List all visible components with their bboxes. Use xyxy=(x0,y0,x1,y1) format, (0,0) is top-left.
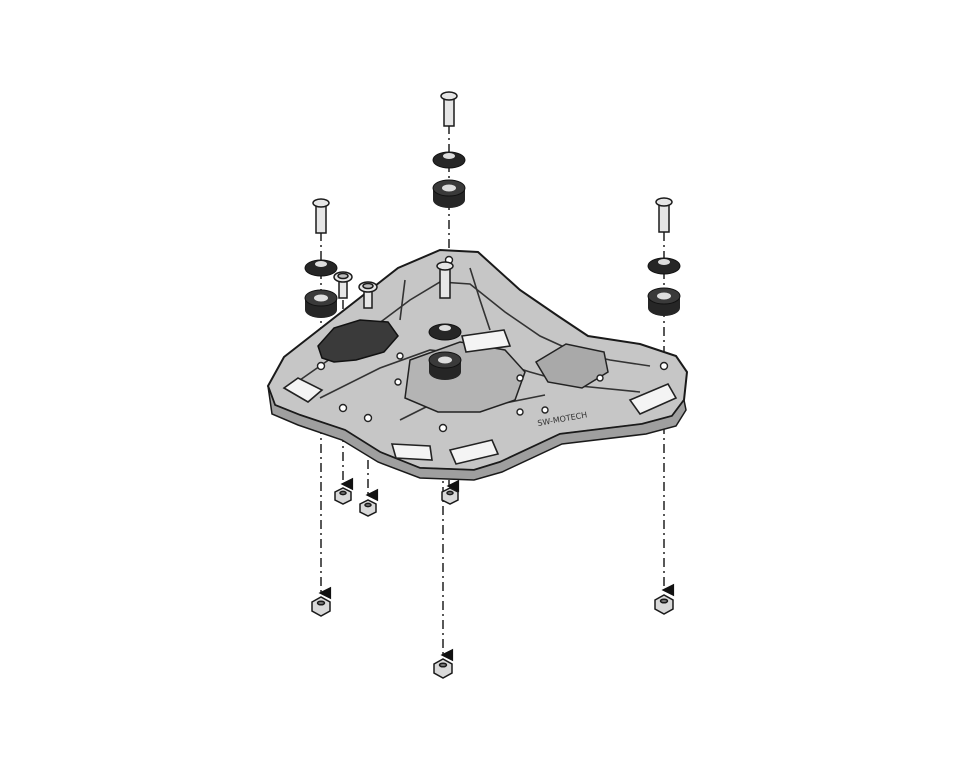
rubber-spacer-center-bottom xyxy=(432,179,466,208)
rack-plate-edge xyxy=(267,385,687,481)
slot-center xyxy=(461,329,512,353)
rack-plate-holes xyxy=(316,255,669,433)
bolt-right xyxy=(655,197,673,233)
rubber-spacer-plate-top xyxy=(428,323,462,341)
nut-right xyxy=(654,594,674,615)
rack-plate: SW-MOTECH xyxy=(266,248,689,481)
rubber-spacer-left-top xyxy=(304,259,338,277)
slot-right xyxy=(628,382,678,415)
bolt-plate-center xyxy=(436,261,454,299)
bolt-center xyxy=(440,91,458,127)
bolt-small-2 xyxy=(358,281,378,309)
nut-center xyxy=(433,658,453,679)
bolt-small-1 xyxy=(333,271,353,299)
bolt-left xyxy=(312,198,330,234)
rubber-spacer-right-bottom xyxy=(647,287,681,316)
rack-plate-slots xyxy=(282,329,678,465)
rack-plate-right-recess xyxy=(534,343,609,389)
bolts xyxy=(312,91,673,309)
rubber-spacer-left-bottom xyxy=(304,289,338,318)
rubber-spacer-right-top xyxy=(647,257,681,275)
slot-left xyxy=(282,377,324,403)
nut-small-2 xyxy=(359,499,377,517)
rubber-spacer-center-top xyxy=(432,151,466,169)
rubber-spacers xyxy=(304,151,681,380)
rubber-spacer-plate-bottom xyxy=(428,351,462,380)
slot-front-left xyxy=(390,443,433,461)
nuts xyxy=(311,487,674,679)
nut-center-plate xyxy=(441,487,459,505)
slot-front-right xyxy=(448,439,500,465)
shim-plate xyxy=(317,319,399,363)
nut-left xyxy=(311,596,331,617)
nut-small-1 xyxy=(334,487,352,505)
